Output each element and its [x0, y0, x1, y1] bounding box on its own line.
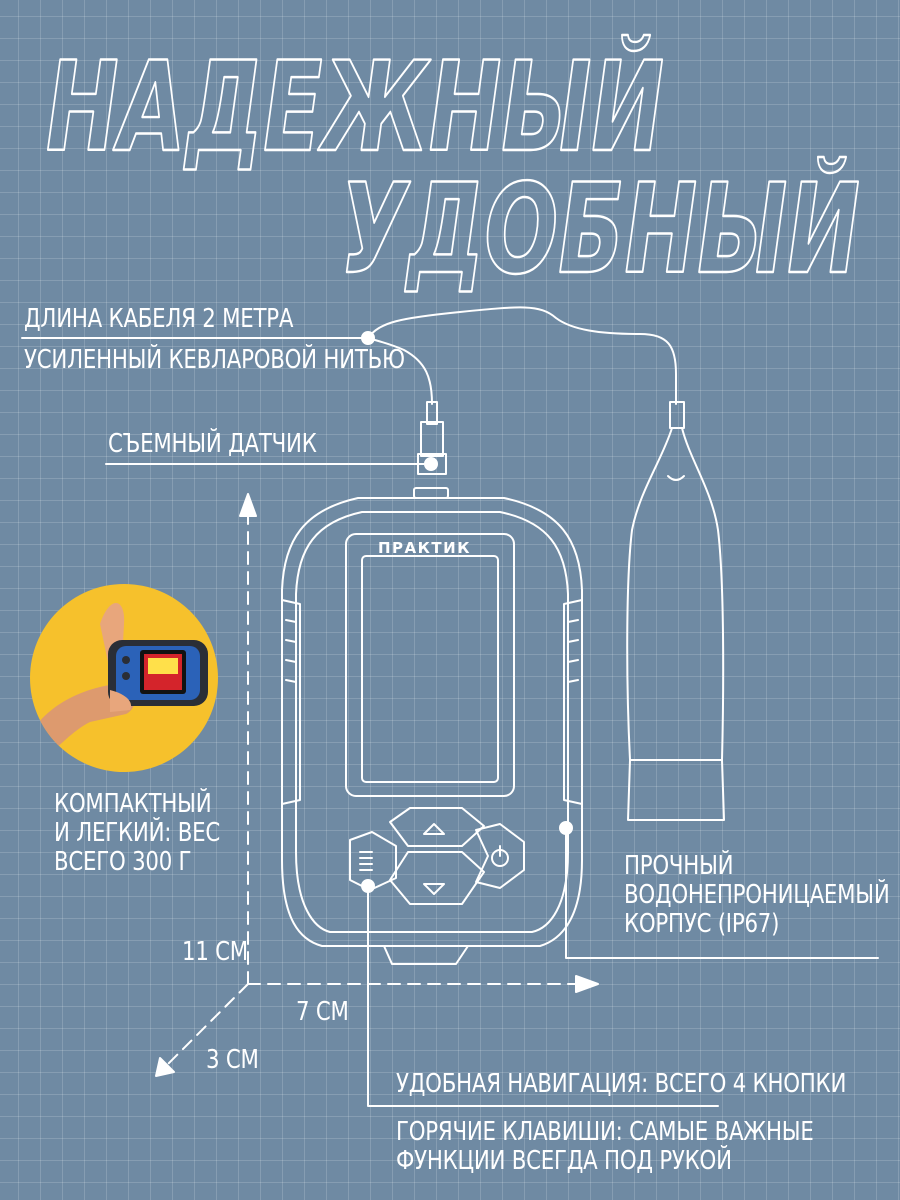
waterproof-dot: [559, 821, 573, 835]
device-top-port: [413, 487, 449, 499]
transducer-body: [626, 427, 725, 761]
sensor-label: СЪЕМНЫЙ ДАТЧИК: [108, 429, 317, 459]
depth-arrow-icon: [155, 1057, 175, 1077]
leader-navigation: [367, 885, 719, 1107]
compact-label: КОМПАКТНЫЙ И ЛЕГКИЙ: ВЕС ВСЕГО 300 Г: [54, 789, 221, 878]
headline-line2: УДОБНЫЙ: [340, 156, 860, 300]
hand-holding-device-image: [30, 602, 208, 772]
cable: [366, 306, 677, 405]
device-bottom-foot: [383, 945, 469, 965]
headline-line1: НАДЕЖНЫЙ: [46, 34, 664, 180]
navigation-dot: [361, 879, 375, 893]
cable-length-label: ДЛИНА КАБЕЛЯ 2 МЕТРА: [24, 304, 294, 334]
transducer-notch: [667, 475, 685, 481]
compact-line-3: ВСЕГО 300 Г: [54, 847, 192, 878]
down-button: [389, 851, 485, 905]
waterproof-line-1: ПРОЧНЫЙ: [624, 851, 734, 881]
compact-line-2: И ЛЕГКИЙ: ВЕС: [54, 818, 221, 849]
sensor-plug-base: [417, 453, 447, 475]
height-dimension-label: 11 СМ: [182, 937, 248, 967]
dimension-axes: [167, 509, 585, 1065]
waterproof-line-3: КОРПУС (IP67): [624, 909, 780, 940]
device-outer-shell: [281, 497, 583, 947]
headline-graphic: НАДЕЖНЫЙ УДОБНЫЙ: [45, 33, 861, 300]
width-dimension-label: 7 СМ: [296, 997, 349, 1027]
transducer-cap: [627, 759, 725, 821]
screen-display: [361, 555, 499, 783]
device-brand-logo: ПРАКТИК: [378, 539, 471, 557]
device-inner-shell: [295, 511, 569, 933]
compact-line-1: КОМПАКТНЫЙ: [54, 789, 212, 819]
product-photo: [30, 584, 218, 772]
transducer-neck: [669, 401, 685, 429]
height-arrow-icon: [239, 493, 257, 517]
down-arrow-icon: [423, 883, 445, 895]
width-arrow-icon: [575, 975, 599, 993]
sensor-dot: [424, 457, 438, 471]
power-button: [475, 823, 525, 889]
waterproof-line-2: ВОДОНЕПРОНИЦАЕМЫЙ: [624, 880, 890, 911]
navigation-label: УДОБНАЯ НАВИГАЦИЯ: ВСЕГО 4 КНОПКИ: [396, 1069, 847, 1099]
up-arrow-icon: [423, 823, 445, 835]
right-grip: [563, 599, 583, 805]
up-button: [389, 807, 485, 847]
sensor-plug-pin: [426, 401, 438, 425]
left-grip: [281, 599, 301, 805]
depth-dimension-label: 3 СМ: [206, 1045, 259, 1075]
kevlar-label: УСИЛЕННЫЙ КЕВЛАРОВОЙ НИТЬЮ: [24, 345, 405, 375]
hotkeys-label: ГОРЯЧИЕ КЛАВИШИ: САМЫЕ ВАЖНЫЕ ФУНКЦИИ ВС…: [396, 1117, 814, 1177]
menu-button: [349, 831, 397, 891]
cable-joint-dot: [361, 331, 375, 345]
sensor-plug: [420, 421, 444, 457]
waterproof-label: ПРОЧНЫЙ ВОДОНЕПРОНИЦАЕМЫЙ КОРПУС (IP67): [624, 851, 890, 940]
hotkeys-line-2: ФУНКЦИИ ВСЕГДА ПОД РУКОЙ: [396, 1146, 732, 1177]
leader-waterproof: [565, 827, 879, 959]
screen-bezel: [345, 533, 515, 797]
menu-icon: [359, 851, 373, 871]
hotkeys-line-1: ГОРЯЧИЕ КЛАВИШИ: САМЫЕ ВАЖНЫЕ: [396, 1117, 814, 1147]
